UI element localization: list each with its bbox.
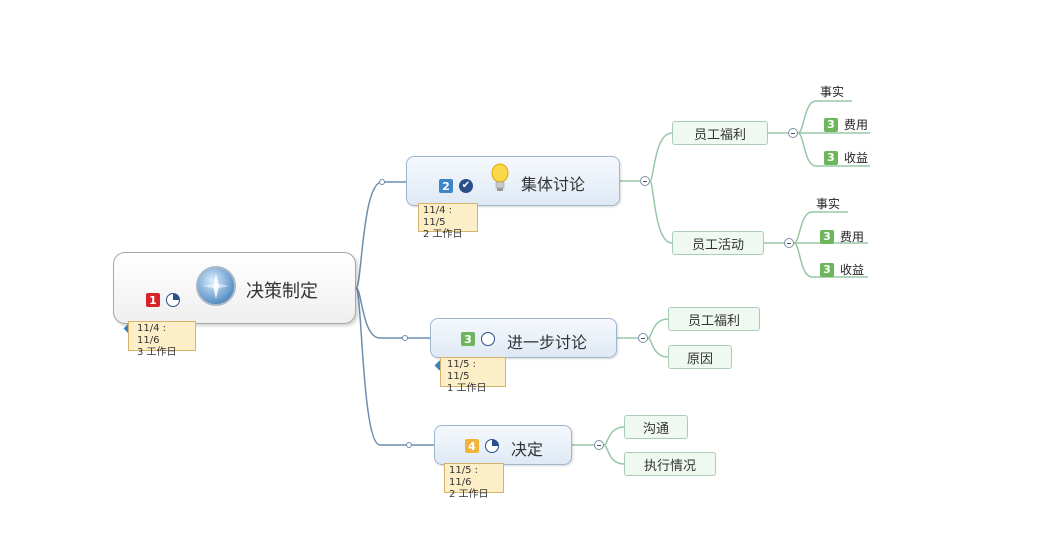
subtopic-label: 员工福利: [693, 127, 746, 143]
central-date-range: 11/4 : 11/6: [137, 323, 167, 346]
branch-topic-decision[interactable]: 4 决定: [434, 425, 572, 465]
central-duration: 3 工作日: [137, 347, 177, 358]
collapse-toggle[interactable]: [594, 440, 604, 450]
progress-empty-icon: [481, 332, 495, 346]
branch-2-date-range: 11/5 : 11/5: [447, 359, 477, 382]
priority-3-icon: 3: [824, 117, 838, 132]
branch-topic-further-discussion-title: 进一步讨论: [507, 333, 588, 352]
branch-connector-dot[interactable]: [379, 179, 385, 185]
branch-1-task-info: 11/4 : 11/5 2 工作日: [418, 203, 478, 240]
branch-connector-dot[interactable]: [402, 335, 408, 341]
branch-3-date-range: 11/5 : 11/6: [449, 465, 479, 488]
lightbulb-icon: [491, 163, 509, 195]
priority-3-icon: 3: [820, 229, 834, 244]
branch-topic-brainstorm-title: 集体讨论: [521, 175, 586, 194]
branch-3-duration: 2 工作日: [449, 489, 489, 500]
branch-topic-brainstorm[interactable]: 2 ✔ 集体讨论: [406, 156, 620, 206]
branch-topic-further-discussion[interactable]: 3 进一步讨论: [430, 318, 617, 358]
subtopic-employee-activities[interactable]: 员工活动: [672, 231, 764, 255]
progress-three-quarter-icon: [485, 439, 499, 453]
leaf-facts[interactable]: 事实: [820, 83, 844, 100]
branch-2-duration: 1 工作日: [447, 383, 487, 394]
leaf-label: 收益: [840, 263, 865, 277]
leaf-label: 事实: [820, 85, 845, 99]
collapse-toggle[interactable]: [640, 176, 650, 186]
collapse-toggle[interactable]: [788, 128, 798, 138]
subtopic-employee-benefits[interactable]: 员工福利: [668, 307, 760, 331]
leaf-cost[interactable]: 3 费用: [820, 228, 864, 245]
leaf-label: 费用: [844, 118, 869, 132]
subtopic-label: 员工福利: [687, 313, 740, 329]
subtopic-reason[interactable]: 原因: [668, 345, 732, 369]
branch-1-date-range: 11/4 : 11/5: [423, 205, 453, 228]
subtopic-communication[interactable]: 沟通: [624, 415, 688, 439]
priority-2-icon: 2: [439, 179, 453, 193]
collapse-toggle[interactable]: [638, 333, 648, 343]
priority-3-icon: 3: [824, 150, 838, 165]
branch-1-duration: 2 工作日: [423, 229, 463, 240]
leaf-label: 事实: [816, 197, 841, 211]
central-topic[interactable]: 1 决策制定: [113, 252, 356, 324]
task-done-icon: ✔: [459, 179, 473, 193]
leaf-label: 费用: [840, 230, 865, 244]
subtopic-execution[interactable]: 执行情况: [624, 452, 716, 476]
priority-3-icon: 3: [461, 332, 475, 346]
compass-icon: [196, 266, 236, 306]
subtopic-label: 原因: [686, 351, 713, 367]
central-topic-title: 决策制定: [246, 281, 318, 302]
leaf-cost[interactable]: 3 费用: [824, 116, 868, 133]
priority-1-icon: 1: [146, 293, 160, 307]
branch-topic-decision-title: 决定: [511, 440, 544, 459]
subtopic-label: 员工活动: [691, 237, 744, 253]
leaf-label: 收益: [844, 151, 869, 165]
leaf-benefit[interactable]: 3 收益: [824, 149, 868, 166]
subtopic-label: 执行情况: [643, 458, 696, 474]
subtopic-employee-benefits[interactable]: 员工福利: [672, 121, 768, 145]
subtopic-label: 沟通: [642, 421, 669, 437]
branch-connector-dot[interactable]: [406, 442, 412, 448]
leaf-benefit[interactable]: 3 收益: [820, 261, 864, 278]
central-task-info: 11/4 : 11/6 3 工作日: [128, 321, 196, 358]
branch-2-task-info: 11/5 : 11/5 1 工作日: [440, 357, 506, 394]
leaf-facts[interactable]: 事实: [816, 195, 840, 212]
branch-3-task-info: 11/5 : 11/6 2 工作日: [444, 463, 504, 500]
priority-4-icon: 4: [465, 439, 479, 453]
priority-3-icon: 3: [820, 262, 834, 277]
collapse-toggle[interactable]: [784, 238, 794, 248]
progress-quarter-icon: [166, 293, 180, 307]
